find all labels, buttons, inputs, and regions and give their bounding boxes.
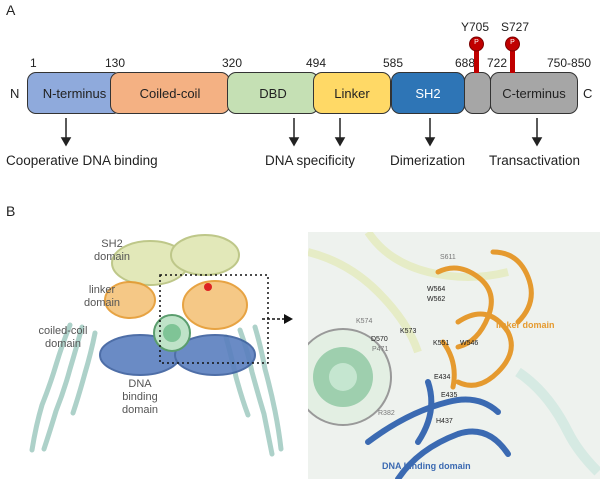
position-130: 130 [105,56,126,70]
position-688: 688 [455,56,476,70]
residue-w564: W564 [427,286,446,293]
arrow-head-n-terminus [60,137,72,147]
function-dna-specificity: DNA specificity [265,153,356,168]
domain-transactivation-spacer [464,72,491,114]
residue-w562: W562 [427,296,446,303]
linker-domain-right-blob [182,280,248,330]
residue-d570: D570 [371,336,388,343]
phospho-mark-y705: P [474,39,479,46]
dbd-ribbon-2 [395,428,511,479]
coiled-coil-helix-left-1 [29,322,73,453]
position-494: 494 [306,56,327,70]
residue-k551: K551 [433,340,450,347]
residue-k573: K573 [400,328,417,335]
zoom-panel [308,232,600,479]
phospho-head-y705 [469,36,484,52]
c-end-label: C [583,86,593,101]
function-transactivation: Transactivation [489,153,581,168]
dbd-ribbon-3 [415,379,435,445]
domain-c-terminus: C-terminus [490,72,578,114]
residue-p471: P471 [372,346,389,353]
label-coiled-coil-domain: coiled-coil domain [38,325,88,351]
full-structure-image [29,234,293,457]
coiled-coil-helix-left-3 [70,330,98,416]
function-cooperative-dna-binding: Cooperative DNA binding [6,153,158,168]
arrow-head-sh2 [424,137,436,147]
residue-e435: E435 [441,392,458,399]
domain-dbd: DBD [227,72,319,114]
function-arrows [60,118,543,147]
residue-s611: S611 [440,254,456,261]
domain-linker: Linker [313,72,391,114]
linker-ribbon-1 [435,265,494,350]
label-zoom-linker-domain: linker domain [496,320,555,330]
label-linker-domain: linker domain [83,284,121,310]
zoom-dna-core [329,363,357,391]
position-722: 722 [487,56,508,70]
position-1: 1 [30,56,37,70]
phospho-site-y705-label: Y705 [461,20,490,34]
label-dna-binding-domain: DNA binding domain [121,378,159,417]
domain-coiled-coil: Coiled-coil [110,72,230,114]
coiled-coil-helix-left-2 [41,324,85,452]
bg-helix-3 [515,367,600,476]
phospho-stem-s727 [510,44,515,73]
coiled-coil-helix-right-2 [252,324,284,452]
phospho-head-s727 [505,36,520,52]
phospho-residue-marker [204,283,212,291]
linker-ribbon-2 [455,311,514,388]
dna-duplex-core [163,324,181,342]
arrow-head-dbd [288,137,300,147]
domain-sh2: SH2 [391,72,465,114]
linker-ribbon-3 [490,249,534,325]
zoom-arrow-head [284,314,293,324]
residue-w546: W546 [460,340,479,347]
bg-helix-1 [308,248,422,354]
dna-binding-domain-right-blob [174,334,256,376]
linker-ribbon-4 [440,339,457,390]
sh2-domain-right-blob [170,234,240,276]
residue-e434: E434 [434,374,451,381]
dbd-ribbon-1 [365,396,501,445]
position-320: 320 [222,56,243,70]
phospho-stem-y705 [474,44,479,73]
zoom-dna [308,328,392,426]
position-585: 585 [383,56,404,70]
panel-b-label: B [6,203,16,219]
residue-h437: H437 [436,418,453,425]
residue-r382: R382 [378,410,395,417]
phospho-pins [469,36,520,73]
phospho-site-s727-label: S727 [501,20,530,34]
arrow-head-c-terminus [531,137,543,147]
bg-helix-2 [364,232,509,281]
phospho-mark-s727: P [510,39,515,46]
position-750-850: 750-850 [547,56,592,70]
linker-domain-left-blob [104,281,156,319]
arrow-head-linker [334,137,346,147]
label-zoom-dna-binding-domain: DNA binding domain [382,461,471,471]
label-sh2-domain: SH2 domain [93,238,131,264]
zoom-structure-image [308,232,600,479]
n-end-label: N [10,86,20,101]
function-dimerization: Dimerization [390,153,466,168]
residue-k574: K574 [356,318,373,325]
panel-a-label: A [6,2,16,18]
